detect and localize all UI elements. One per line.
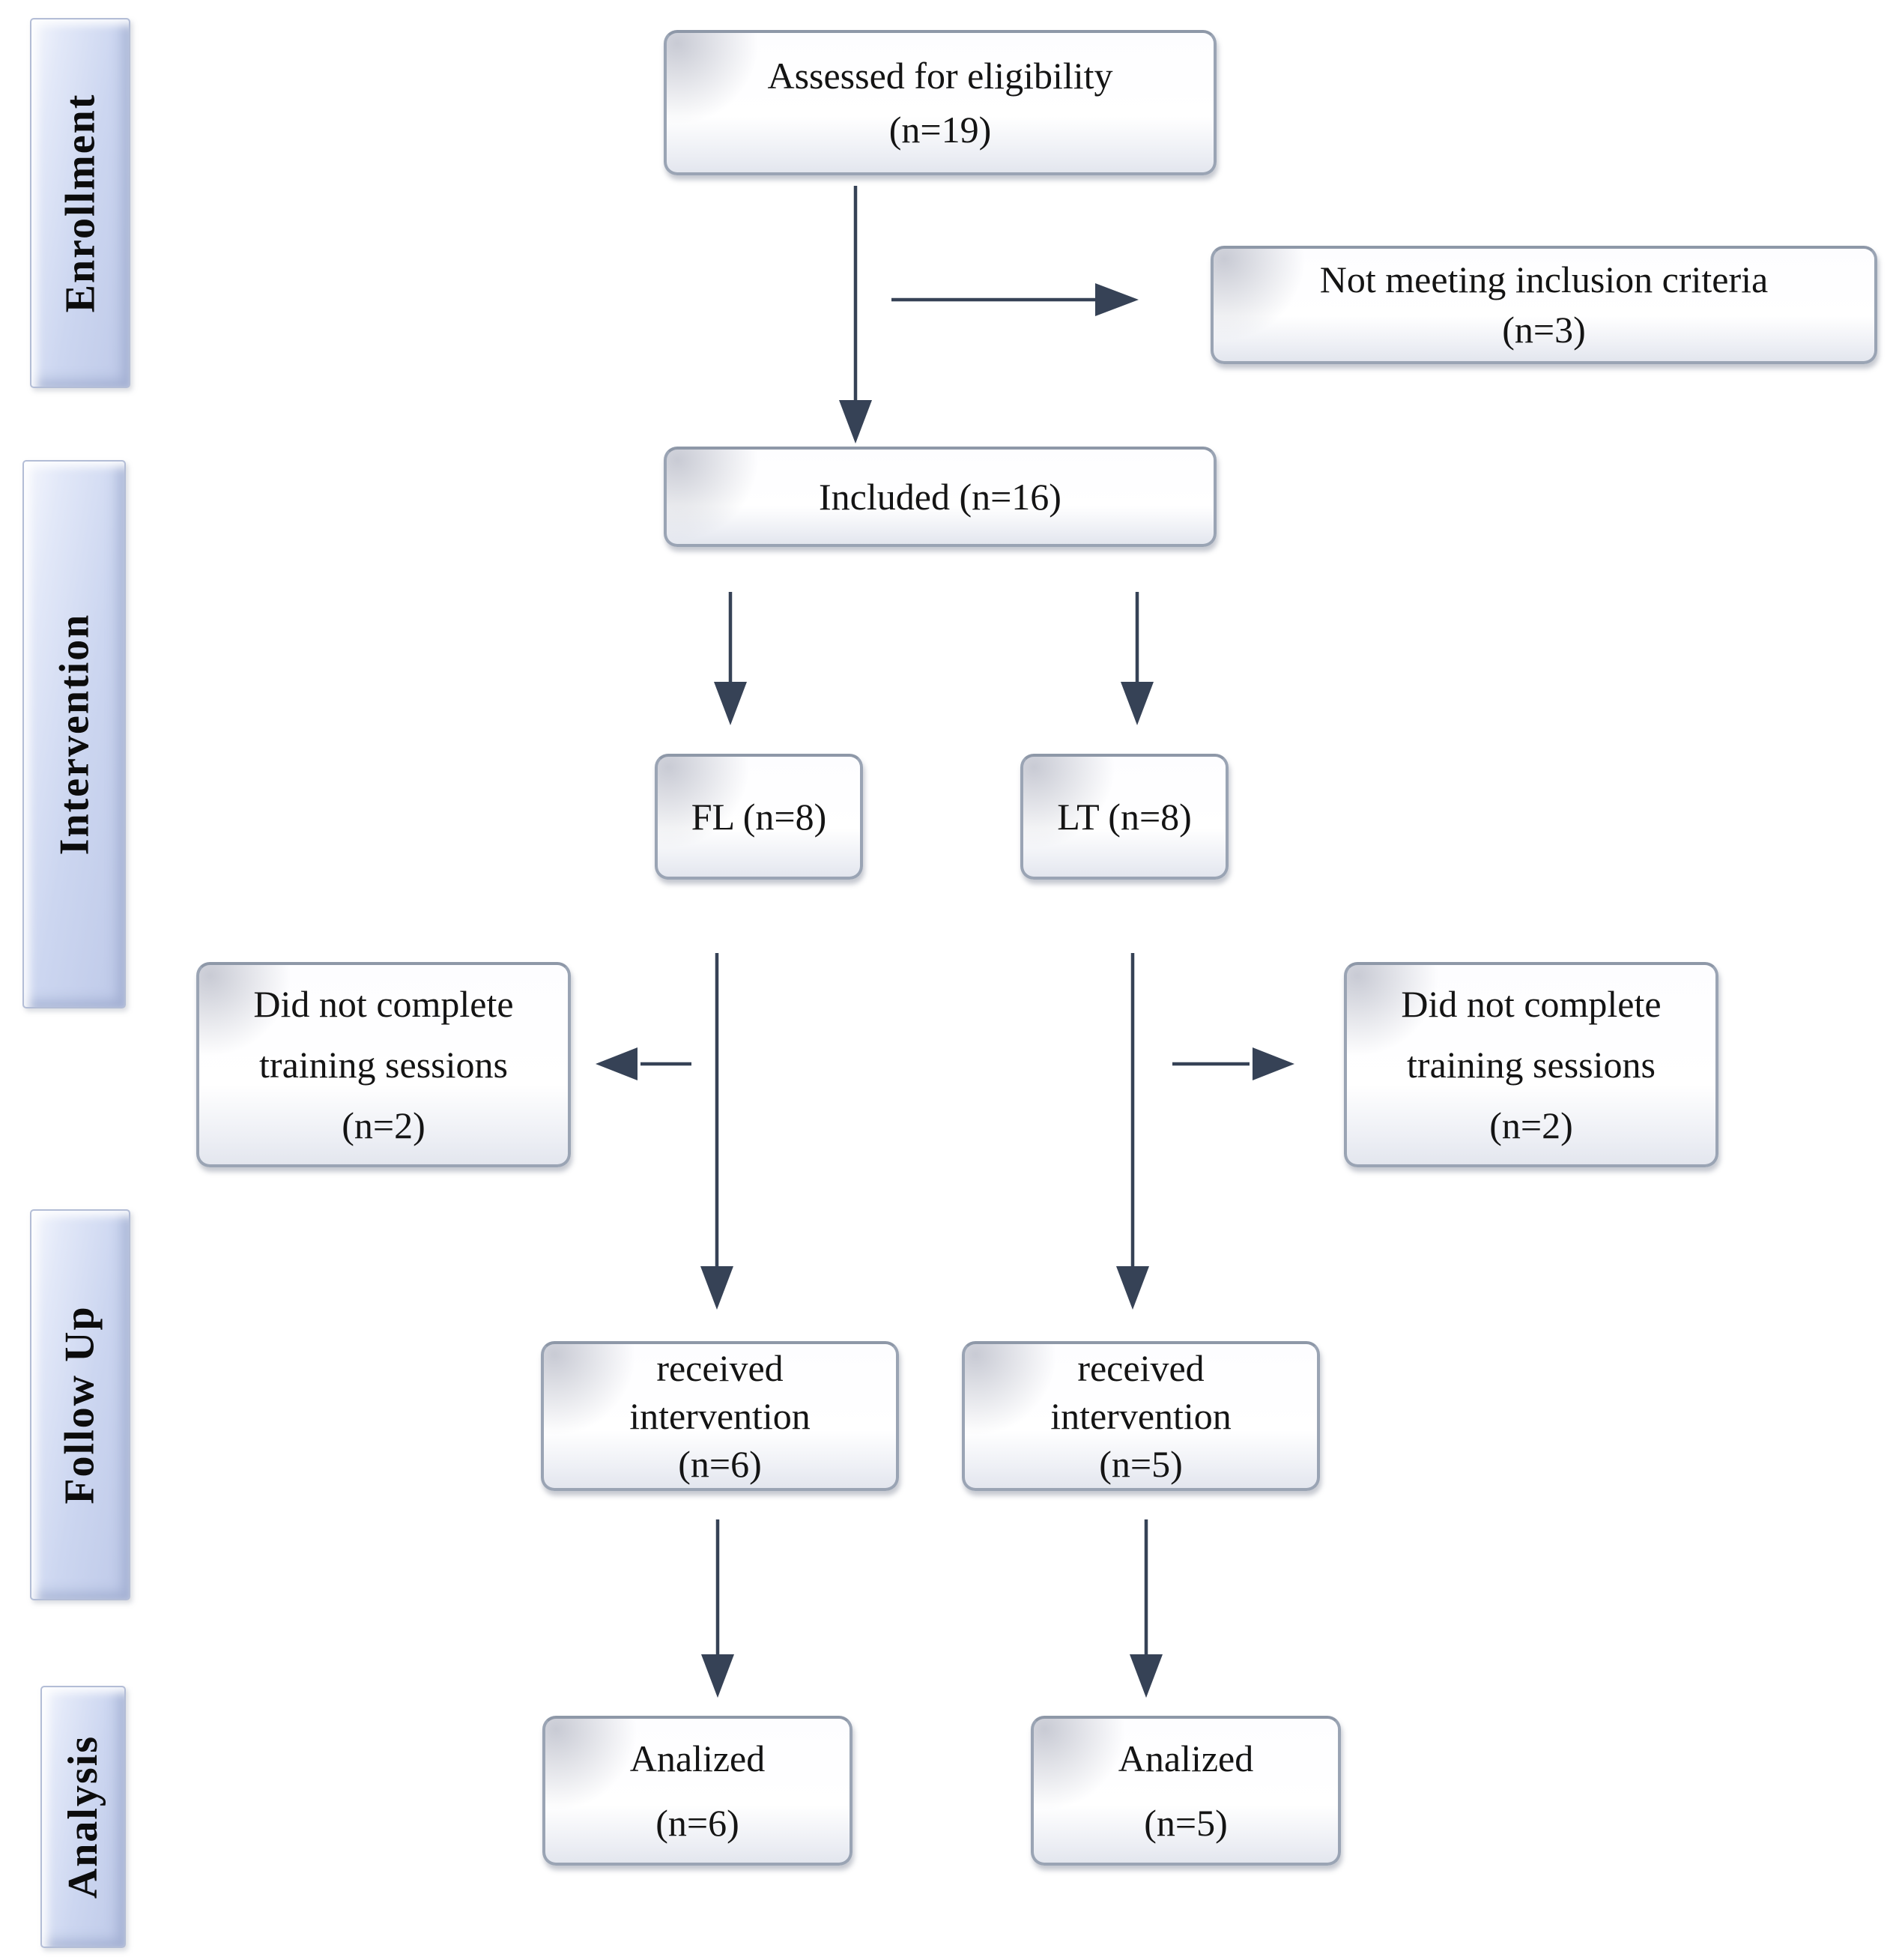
node-text-line: Did not complete bbox=[1401, 982, 1662, 1025]
node-text-line: Not meeting inclusion criteria bbox=[1319, 258, 1769, 300]
arrow-assessed-to-included bbox=[839, 186, 872, 444]
stage-label: Enrollment bbox=[57, 93, 104, 313]
node-count-line: (n=2) bbox=[342, 1104, 425, 1146]
arrowhead-down-icon bbox=[1130, 1654, 1163, 1698]
node-text-line: Included (n=16) bbox=[819, 476, 1061, 518]
stage-label: Intervention bbox=[51, 613, 97, 856]
arrow-received-to-analized-left bbox=[701, 1519, 734, 1698]
node-text-line: received bbox=[656, 1347, 784, 1389]
stage-bar-analysis: Analysis bbox=[40, 1686, 126, 1948]
arrowhead-down-icon bbox=[839, 400, 872, 444]
arrowhead-down-icon bbox=[1116, 1266, 1149, 1310]
arrow-included-to-lt bbox=[1121, 592, 1154, 725]
node-count-line: (n=5) bbox=[1099, 1443, 1183, 1485]
arrowhead-down-icon bbox=[714, 682, 747, 725]
node-count-line: (n=2) bbox=[1489, 1104, 1573, 1146]
arrow-to-did-not-complete-right bbox=[1172, 1047, 1294, 1080]
arrow-lt-to-received-intervention bbox=[1116, 953, 1149, 1310]
node-text-line: Analized bbox=[1118, 1737, 1254, 1779]
node-count-line: (n=6) bbox=[655, 1802, 739, 1844]
node-analized-left: Analized (n=6) bbox=[542, 1716, 852, 1866]
stage-label: Follow Up bbox=[57, 1305, 104, 1504]
arrowhead-right-icon bbox=[1253, 1047, 1294, 1080]
stage-bar-intervention: Intervention bbox=[22, 460, 126, 1008]
node-received-intervention-left: received intervention (n=6) bbox=[541, 1341, 899, 1491]
node-text-line: intervention bbox=[1050, 1395, 1232, 1437]
node-included: Included (n=16) bbox=[664, 447, 1217, 547]
node-not-meeting-inclusion-criteria: Not meeting inclusion criteria (n=3) bbox=[1211, 246, 1877, 364]
arrow-included-to-fl bbox=[714, 592, 747, 725]
node-received-intervention-right: received intervention (n=5) bbox=[962, 1341, 1320, 1491]
arrow-to-did-not-complete-left bbox=[596, 1047, 691, 1080]
node-count-line: (n=5) bbox=[1144, 1802, 1228, 1844]
arrowhead-right-icon bbox=[1095, 283, 1139, 316]
arrow-assessed-to-not-meeting bbox=[891, 283, 1139, 316]
node-text-line: intervention bbox=[629, 1395, 811, 1437]
node-did-not-complete-right: Did not complete training sessions (n=2) bbox=[1344, 962, 1718, 1167]
node-text-line: Assessed for eligibility bbox=[767, 54, 1113, 97]
stage-label: Analysis bbox=[60, 1734, 107, 1899]
node-did-not-complete-left: Did not complete training sessions (n=2) bbox=[196, 962, 571, 1167]
node-text-line: training sessions bbox=[259, 1043, 508, 1086]
node-text-line: LT (n=8) bbox=[1057, 796, 1192, 838]
node-text-line: Did not complete bbox=[253, 982, 514, 1025]
node-text-line: Analized bbox=[629, 1737, 766, 1779]
node-assessed-for-eligibility: Assessed for eligibility (n=19) bbox=[664, 30, 1217, 175]
arrow-fl-to-received-intervention bbox=[700, 953, 733, 1310]
stage-bar-follow-up: Follow Up bbox=[30, 1209, 130, 1600]
node-lt-group: LT (n=8) bbox=[1020, 754, 1229, 880]
stage-bar-enrollment: Enrollment bbox=[30, 18, 130, 388]
node-fl-group: FL (n=8) bbox=[655, 754, 863, 880]
arrow-received-to-analized-right bbox=[1130, 1519, 1163, 1698]
arrowhead-down-icon bbox=[700, 1266, 733, 1310]
arrowhead-down-icon bbox=[1121, 682, 1154, 725]
node-text-line: received bbox=[1077, 1347, 1205, 1389]
node-count-line: (n=3) bbox=[1502, 309, 1586, 351]
node-text-line: training sessions bbox=[1407, 1043, 1656, 1086]
node-count-line: (n=6) bbox=[678, 1443, 762, 1485]
arrowhead-down-icon bbox=[701, 1654, 734, 1698]
node-analized-right: Analized (n=5) bbox=[1031, 1716, 1341, 1866]
arrowhead-left-icon bbox=[596, 1047, 637, 1080]
node-text-line: FL (n=8) bbox=[691, 796, 827, 838]
node-count-line: (n=19) bbox=[888, 109, 992, 151]
